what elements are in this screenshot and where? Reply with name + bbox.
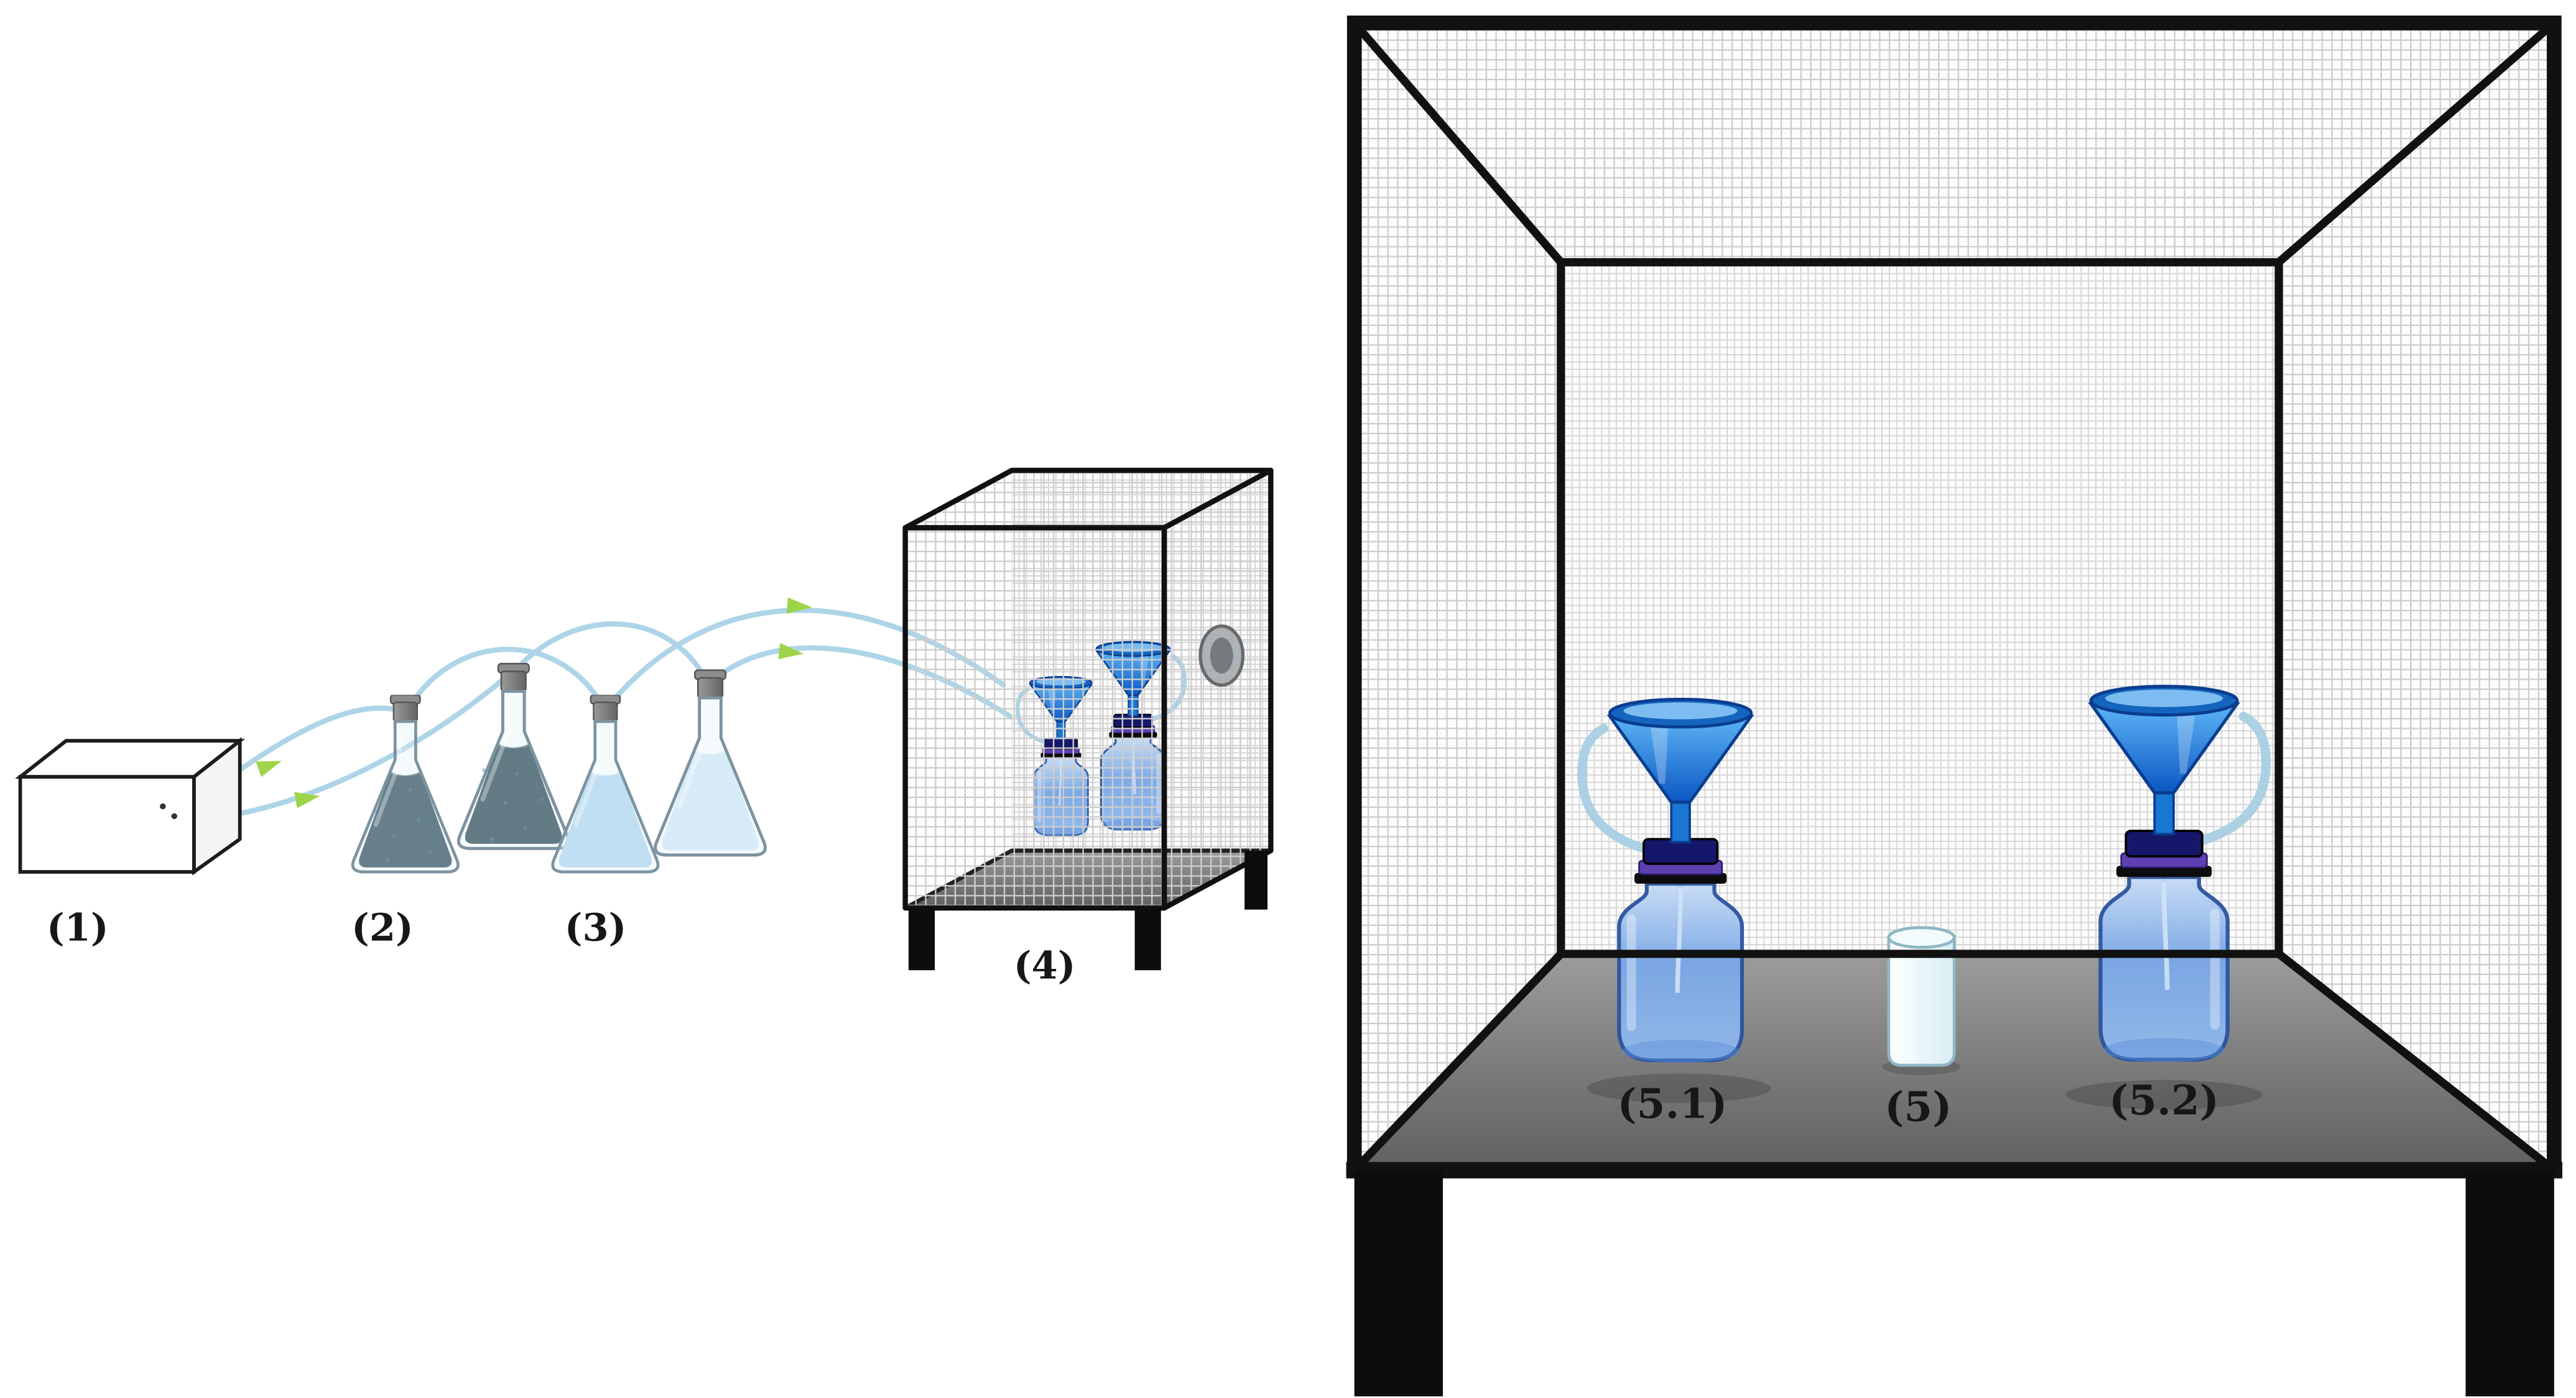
dark-flask-1 <box>353 695 458 872</box>
label-pump: (1) <box>47 906 109 950</box>
insect-cage-small <box>902 468 1274 971</box>
pump-port <box>160 803 166 810</box>
flow-arrow-icon <box>778 642 804 660</box>
light-flask-group <box>553 670 766 872</box>
label-light-flasks: (3) <box>565 906 627 950</box>
label-bottle-left: (5.1) <box>1618 1079 1728 1127</box>
label-bottle-right: (5.2) <box>2109 1076 2219 1124</box>
flow-arrow-icon <box>787 597 812 614</box>
cage-small-legs <box>908 850 1268 971</box>
label-dark-flasks: (2) <box>351 906 414 950</box>
flow-arrows <box>256 597 812 808</box>
label-cage-small: (4) <box>1014 943 1076 988</box>
label-cylinder: (5) <box>1884 1083 1952 1131</box>
cage-large-legs <box>1354 1170 2554 1397</box>
light-flask-1 <box>553 695 658 872</box>
pump-port <box>171 813 177 820</box>
tube-flask2b-to-flask3b <box>512 621 711 688</box>
pump-box <box>15 737 246 876</box>
insect-cage-large: (5.1) (5) (5.2) <box>1346 16 2563 1397</box>
flask-speckles <box>372 768 544 863</box>
tube-flask2a-to-flask3a <box>405 647 608 714</box>
dark-flask-2 <box>458 664 568 848</box>
light-flask-2 <box>656 670 766 855</box>
sample-cylinder <box>1887 926 1956 1067</box>
dark-flask-group <box>353 664 568 872</box>
flow-arrow-icon <box>294 792 320 808</box>
flow-arrow-icon <box>256 761 282 777</box>
